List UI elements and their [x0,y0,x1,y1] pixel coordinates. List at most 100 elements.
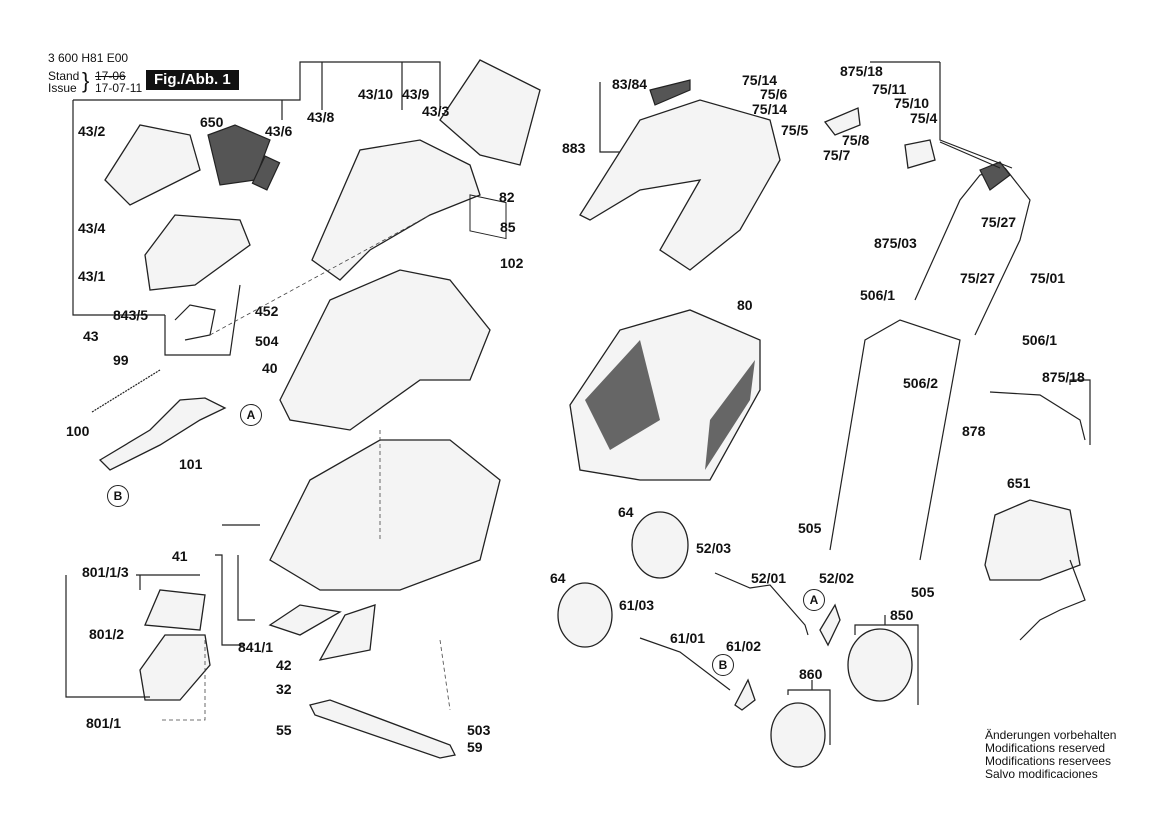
label-75-14-top: 75/14 [742,72,778,88]
label-504: 504 [255,333,279,349]
bracket-43-top [73,61,441,110]
label-801-2: 801/2 [89,626,125,642]
battery-holder-43-1 [144,214,251,291]
label-52-03: 52/03 [696,540,732,556]
label-841-1: 841/1 [238,639,274,655]
charger-cable [1019,559,1086,641]
label-506-1-right: 506/1 [1022,332,1058,348]
figure-label: Fig./Abb. 1 [146,70,239,90]
label-85: 85 [500,219,516,235]
label-883: 883 [562,140,586,156]
label-52-02: 52/02 [819,570,855,586]
cover-75-4 [904,139,936,169]
label-43-3: 43/3 [422,103,450,119]
callout-b-lever: B [107,485,129,507]
bracket-52-02 [819,603,841,647]
wheel-52 [631,511,689,579]
battery-650 [207,124,271,186]
label-651: 651 [1007,475,1031,491]
label-75-8: 75/8 [842,132,870,148]
axle-61-01 [639,637,731,691]
label-40: 40 [262,360,278,376]
note-es: Salvo modificaciones [985,767,1098,781]
upper-housing-43-3 [311,139,481,281]
modifications-note: Änderungen vorbehalten Modifications res… [985,729,1116,781]
electronics-801-2 [144,589,206,631]
wheel-61 [557,582,613,648]
label-75-27-top: 75/27 [981,214,1017,230]
label-42: 42 [276,657,292,673]
label-52-01: 52/01 [751,570,787,586]
brace: } [82,68,90,93]
charger-651 [984,499,1081,581]
label-843-5: 843/5 [113,307,149,323]
label-100: 100 [66,423,90,439]
label-43-10: 43/10 [358,86,394,102]
part-43-6 [251,155,281,191]
label-506-2: 506/2 [903,375,939,391]
label-75-10: 75/10 [894,95,930,111]
label-64-top: 64 [618,504,634,520]
air-guide-841-1 [268,604,342,636]
grass-catcher-top-883 [579,99,781,271]
note-en: Modifications reserved [985,741,1106,755]
handle-right-75-01 [974,167,1031,336]
label-875-03: 875/03 [874,235,917,251]
label-43-4: 43/4 [78,220,106,236]
label-801-1: 801/1 [86,715,122,731]
note-de: Änderungen vorbehalten [985,728,1117,742]
label-43-6: 43/6 [265,123,293,139]
label-452: 452 [255,303,279,319]
label-41: 41 [172,548,188,564]
stand-value: 17-06 [95,69,126,83]
label-43-8: 43/8 [307,109,335,125]
label-80: 80 [737,297,753,313]
label-55: 55 [276,722,292,738]
label-61-03: 61/03 [619,597,655,613]
battery-cover-43-2 [104,124,201,206]
bracket-61-02 [734,678,756,711]
bracket-43 [72,100,165,316]
deck-41 [269,439,501,591]
switch-housing-75-5 [823,107,861,136]
motor-801-1 [139,634,211,701]
issue-label: Issue [48,81,77,95]
height-lever-101 [98,397,227,471]
label-75-5: 75/5 [781,122,809,138]
handle-insert-83-84 [649,79,691,106]
lower-handle-878 [829,319,961,561]
label-101: 101 [179,456,203,472]
callout-a-axle: A [803,589,825,611]
label-850: 850 [890,607,914,623]
stand-label: Stand [48,69,80,83]
chassis-40 [279,269,491,431]
axle-52-01 [714,572,809,636]
label-32: 32 [276,681,292,697]
issue-value: 17-07-11 [95,81,143,95]
label-503: 503 [467,722,491,738]
label-505-left: 505 [798,520,822,536]
label-64-bottom: 64 [550,570,566,586]
label-61-01: 61/01 [670,630,706,646]
label-43-9: 43/9 [402,86,430,102]
label-99: 99 [113,352,129,368]
label-83-84: 83/84 [612,76,648,92]
label-875-18-bottom: 875/18 [1042,369,1085,385]
label-650: 650 [200,114,224,130]
label-102: 102 [500,255,524,271]
label-860: 860 [799,666,823,682]
label-43-2: 43/2 [78,123,106,139]
callout-a-lever: A [240,404,262,426]
label-75-27-bottom: 75/27 [960,270,996,286]
label-75-6: 75/6 [760,86,788,102]
label-75-7: 75/7 [823,147,851,163]
label-59: 59 [467,739,483,755]
label-878: 878 [962,423,986,439]
cover-82-grid [469,194,507,240]
label-75-4: 75/4 [910,110,938,126]
label-82: 82 [499,189,515,205]
callout-b-axle: B [712,654,734,676]
document-number: 3 600 H81 E00 [48,51,129,65]
label-875-18-top: 875/18 [840,63,883,79]
